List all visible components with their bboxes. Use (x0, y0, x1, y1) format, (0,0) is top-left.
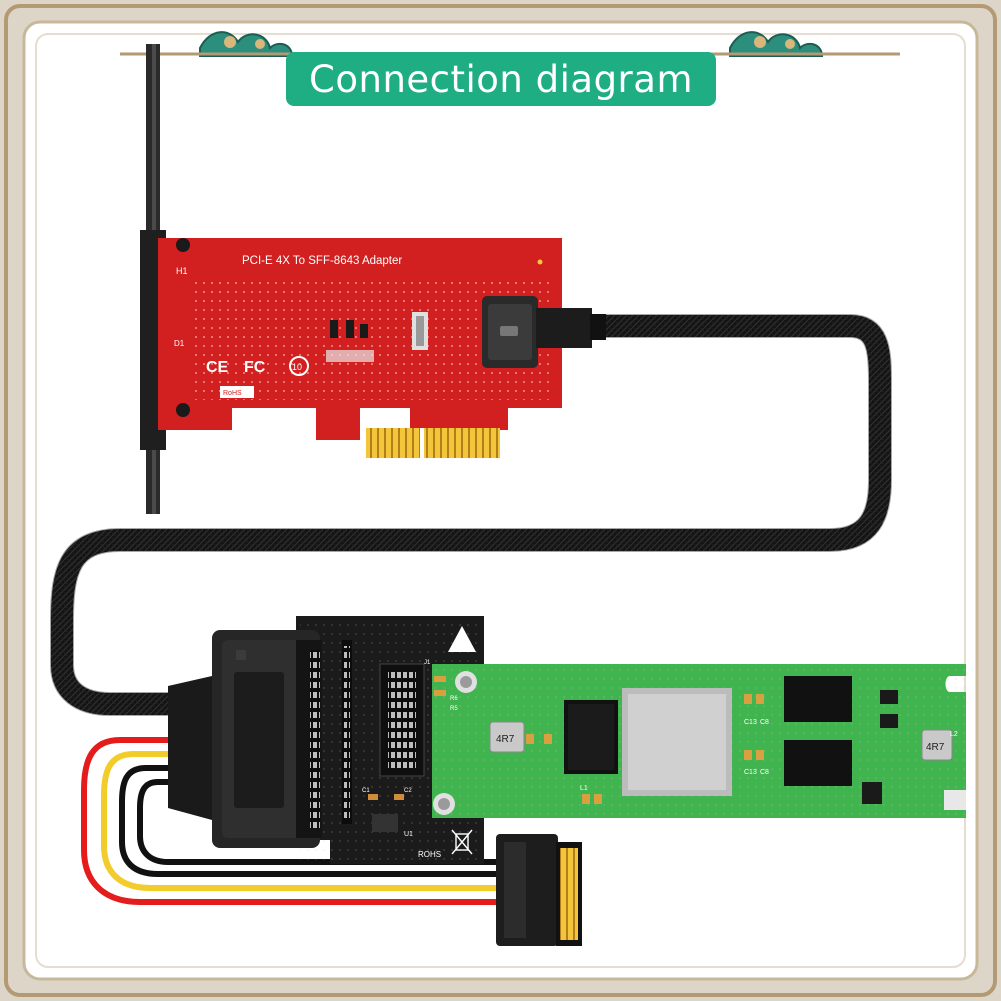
sff8643-connector-plug (482, 296, 606, 368)
m2-c13-top: C13 (744, 719, 757, 726)
adapter-rohs: ROHS (418, 850, 441, 859)
m2-r5: R5 (450, 706, 458, 712)
rohs-sticker (220, 386, 254, 398)
m2-c8-top: C8 (760, 719, 769, 726)
m2-r6: R6 (450, 696, 458, 702)
m2-l1: L1 (580, 785, 588, 792)
adapter-c1: C1 (362, 788, 370, 794)
m2-c13-bottom: C13 (744, 769, 757, 776)
m2-c8-bottom: C8 (760, 769, 769, 776)
m2-ssd-drive (432, 664, 966, 818)
page-title: Connection diagram (286, 52, 716, 106)
pcie-card-h1: H1 (176, 266, 188, 276)
sata-power-wires (81, 737, 503, 905)
ornament-cloud-icon (650, 31, 900, 57)
adapter-u1: U1 (404, 831, 413, 838)
pcie-card-d1: D1 (174, 339, 185, 348)
rohs-text: RoHS (223, 390, 242, 397)
warning-triangle-icon (448, 626, 476, 652)
eco-number: 10 (292, 362, 302, 372)
recycle-bin-icon (451, 829, 473, 855)
adapter-c2: C2 (404, 788, 412, 794)
m2-inductor-left: 4R7 (496, 734, 515, 745)
sff8639-connector (168, 630, 322, 848)
sata-power-connector (496, 834, 582, 946)
cable-shadow (50, 314, 892, 716)
m2-inductor-right: 4R7 (926, 742, 945, 753)
ce-mark-icon: CE (206, 359, 229, 376)
m2-l2: L2 (950, 731, 958, 738)
pcie-card-label: PCI-E 4X To SFF-8643 Adapter (242, 255, 402, 267)
adapter-j1: J1 (424, 660, 431, 666)
fcc-mark-icon: FC (244, 359, 266, 376)
eco-circle (289, 356, 309, 376)
